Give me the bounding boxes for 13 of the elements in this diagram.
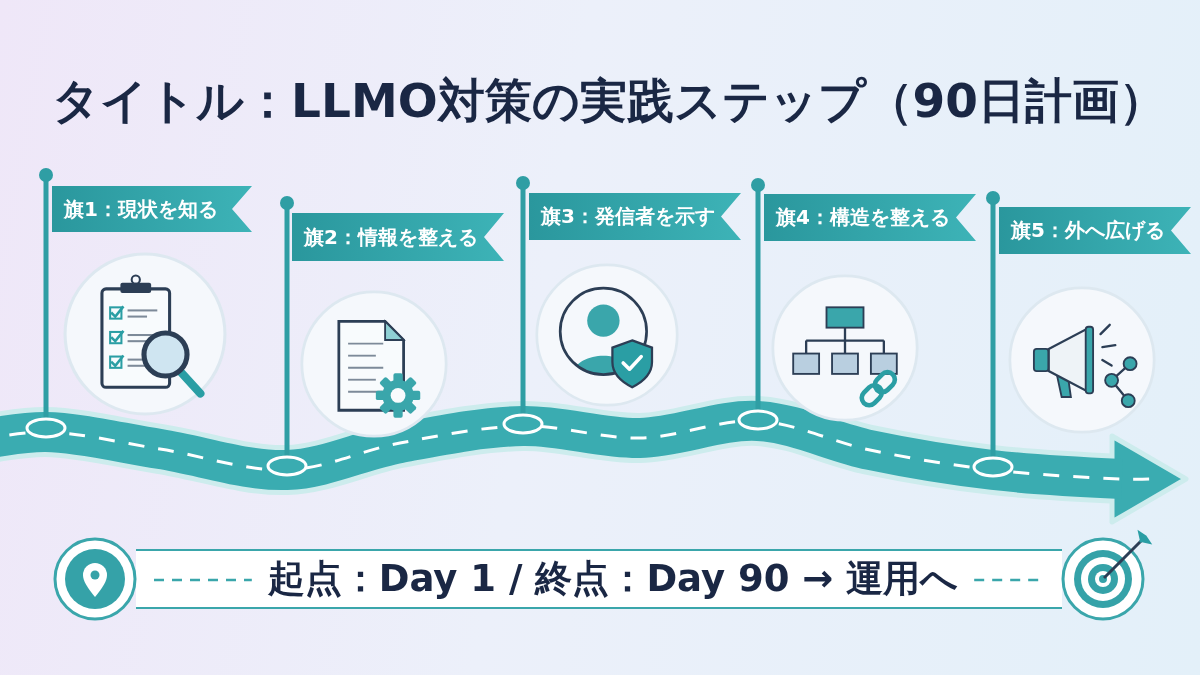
flag-label: 旗5：外へ広げる xyxy=(1011,217,1165,244)
timeline-bar xyxy=(136,549,1062,609)
diagram-title: タイトル：LLMO対策の実践ステップ（90日計画） xyxy=(52,72,1167,130)
flag-banner xyxy=(52,186,252,232)
flag-label: 旗3：発信者を示す xyxy=(541,203,715,230)
flag-banner xyxy=(529,193,741,240)
flag-banner xyxy=(292,213,504,261)
flag-label: 旗4：構造を整える xyxy=(776,204,950,231)
flag-banner xyxy=(999,207,1191,254)
flag-banner xyxy=(764,194,976,241)
flag-label: 旗1：現状を知る xyxy=(64,196,218,223)
timeline-text: 起点：Day 1 / 終点：Day 90 → 運用へ xyxy=(267,556,959,602)
flag-label: 旗2：情報を整える xyxy=(304,224,478,251)
